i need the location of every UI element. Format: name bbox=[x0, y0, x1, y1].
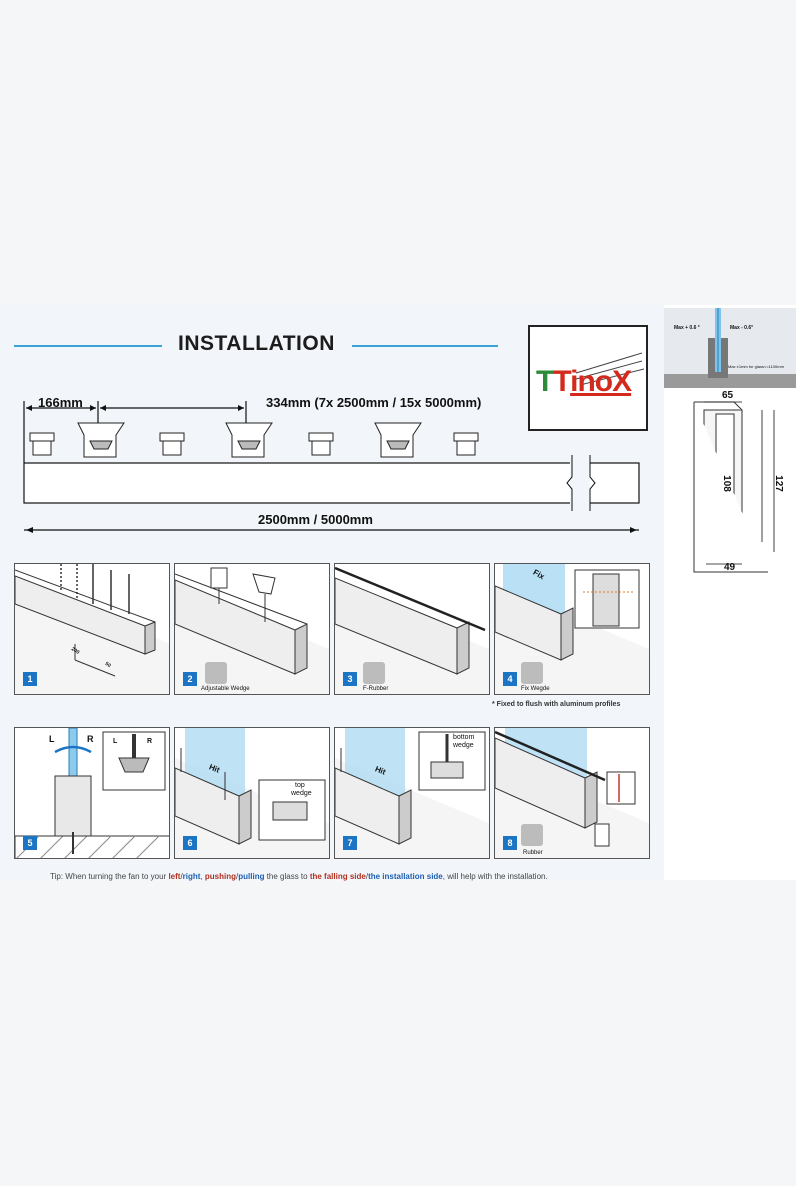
dimension-334: 334mm (7x 2500mm / 15x 5000mm) bbox=[266, 395, 482, 410]
dim-49: 49 bbox=[724, 562, 736, 573]
wedge-icon bbox=[205, 662, 227, 684]
step-number: 5 bbox=[23, 836, 37, 850]
installation-tip: Tip: When turning the fan to your left/r… bbox=[50, 872, 548, 881]
title-rule-right bbox=[352, 345, 498, 347]
dim-127: 127 bbox=[772, 475, 784, 492]
step-6-panel: Hit top wedge 6 bbox=[174, 727, 330, 859]
dimension-total: 2500mm / 5000mm bbox=[258, 512, 373, 527]
step-number: 2 bbox=[183, 672, 197, 686]
f-rubber-icon bbox=[363, 662, 385, 684]
step-number: 3 bbox=[343, 672, 357, 686]
step-4-panel: Fix Fix Wegde 4 bbox=[494, 563, 650, 695]
profile-side-panel bbox=[664, 305, 796, 880]
page-title: INSTALLATION bbox=[178, 332, 335, 355]
brand-logo: TTinoX bbox=[528, 325, 648, 431]
title-rule-left bbox=[14, 345, 162, 347]
total-dimension-line bbox=[24, 527, 639, 533]
step-5-panel: L R L R 5 bbox=[14, 727, 170, 859]
dim-108: 108 bbox=[720, 475, 732, 492]
step-2-panel: Adjustable Wedge 2 bbox=[174, 563, 330, 695]
step-8-panel: Rubber 8 bbox=[494, 727, 650, 859]
step-number: 8 bbox=[503, 836, 517, 850]
flush-footnote: * Fixed to flush with aluminum profiles bbox=[492, 701, 621, 708]
step-number: 1 bbox=[23, 672, 37, 686]
dim-65: 65 bbox=[722, 390, 734, 401]
step-number: 6 bbox=[183, 836, 197, 850]
dimension-166: 166mm bbox=[38, 395, 83, 410]
profile-cross-section bbox=[693, 401, 775, 573]
step-3-panel: F-Rubber 3 bbox=[334, 563, 490, 695]
step-7-panel: Hit bottom wedge 7 bbox=[334, 727, 490, 859]
step-1-panel: 200 50 1 bbox=[14, 563, 170, 695]
tilt-photo bbox=[664, 308, 796, 388]
step-number: 4 bbox=[503, 672, 517, 686]
step-number: 7 bbox=[343, 836, 357, 850]
fix-wedge-icon bbox=[521, 662, 543, 684]
profile-layout-diagram bbox=[23, 401, 640, 511]
rubber-icon bbox=[521, 824, 543, 846]
